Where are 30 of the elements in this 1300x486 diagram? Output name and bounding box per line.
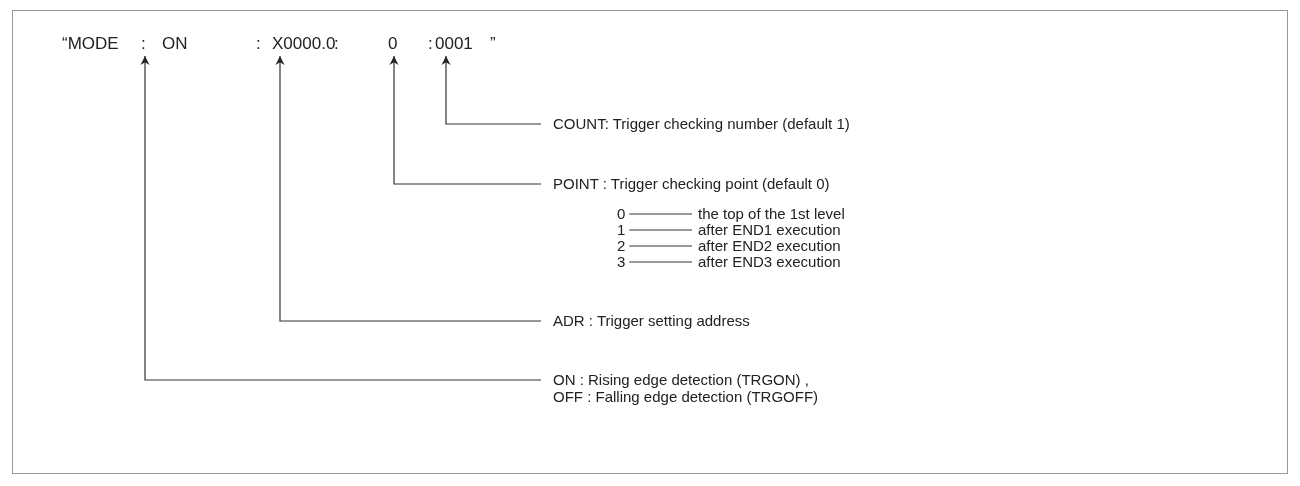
value-number: 2 — [617, 237, 630, 254]
syntax-token: : — [141, 34, 146, 54]
leader-arrow — [275, 55, 542, 322]
syntax-token: “MODE — [62, 34, 119, 54]
connector-line — [628, 229, 693, 231]
description-text: COUNT: Trigger checking number (default 1) — [541, 115, 850, 132]
syntax-token: 0001 — [435, 34, 473, 54]
connector-line — [628, 261, 693, 263]
syntax-token: 0 — [388, 34, 398, 54]
description-text: ADR : Trigger setting address — [541, 312, 750, 329]
leader-arrow — [140, 55, 542, 381]
value-number: 1 — [617, 221, 630, 238]
syntax-token: X0000.0 — [272, 34, 336, 54]
syntax-token: : — [334, 34, 339, 54]
description-text: after END1 execution — [692, 221, 841, 238]
description-text: after END3 execution — [692, 253, 841, 270]
description-text: POINT : Trigger checking point (default 0) — [541, 175, 830, 192]
connector-line — [628, 245, 693, 247]
value-number: 0 — [617, 205, 630, 222]
syntax-token: : — [256, 34, 261, 54]
connector-line — [628, 213, 693, 215]
description-text: the top of the 1st level — [692, 205, 845, 222]
description-text: after END2 execution — [692, 237, 841, 254]
description-text: ON : Rising edge detection (TRGON) , OFF : Falling edge detection (TRGOFF) — [541, 371, 819, 405]
syntax-token: ON — [162, 34, 188, 54]
syntax-token: ” — [490, 34, 496, 54]
leader-arrow — [441, 55, 542, 125]
value-number: 3 — [617, 253, 630, 270]
leader-arrow — [389, 55, 542, 185]
syntax-token: : — [428, 34, 433, 54]
